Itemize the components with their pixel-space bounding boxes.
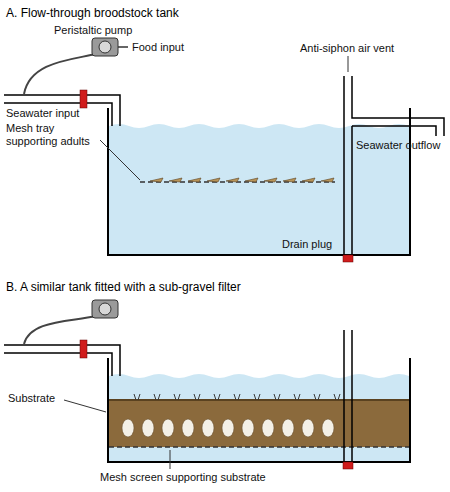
- part-label: Drain plug: [282, 238, 332, 251]
- part-label: Peristaltic pump: [54, 24, 132, 37]
- part-label: Seawater input: [6, 107, 79, 120]
- part-label: Substrate: [8, 392, 55, 405]
- part-label: Anti-siphon air vent: [300, 42, 394, 55]
- part-label: Food input: [132, 41, 184, 54]
- sub-gravel-tank: [4, 300, 410, 469]
- part-label: Mesh tray supporting adults: [6, 122, 100, 148]
- part-label: Mesh screen supporting substrate: [100, 471, 266, 484]
- part-label: Seawater outflow: [356, 139, 440, 152]
- panel-title: A. Flow-through broodstock tank: [6, 6, 179, 20]
- panel-title: B. A similar tank fitted with a sub-grav…: [6, 280, 241, 294]
- flow-through-tank: [4, 38, 444, 262]
